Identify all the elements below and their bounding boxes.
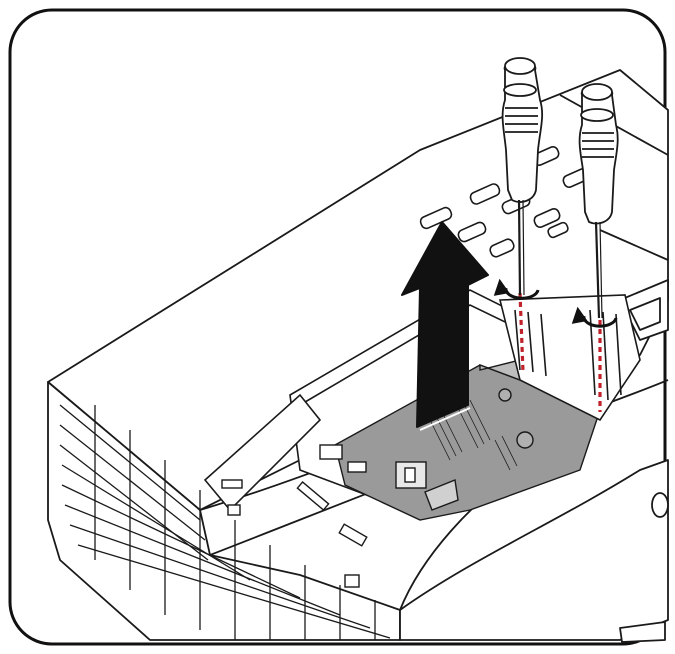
screwdriver-icon: [501, 57, 543, 296]
bay-details: [221, 444, 368, 588]
screwdriver-icon: [578, 83, 619, 319]
projector-right-side: [399, 459, 669, 641]
screw-guide-lines: [518, 292, 602, 412]
up-arrow-icon: [401, 221, 489, 428]
front-vent-grille: [59, 404, 391, 640]
guide-line-left: [518, 292, 525, 373]
rotate-ccw-icon: [571, 306, 618, 328]
rotate-ccw-icon: [493, 278, 540, 300]
